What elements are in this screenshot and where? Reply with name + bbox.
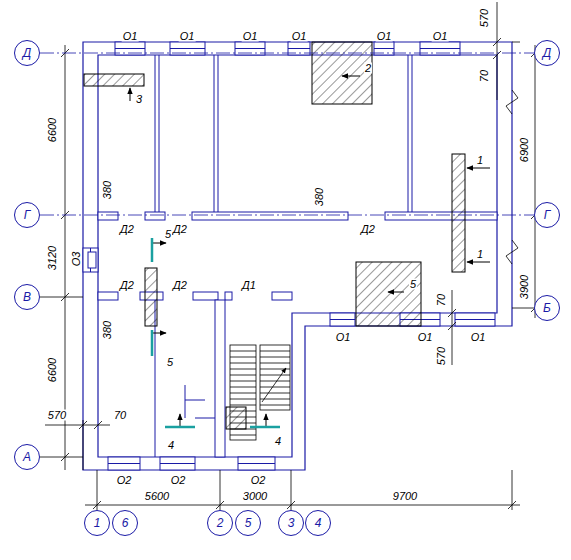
plan-label: О2: [250, 475, 267, 486]
axis-bubble: Б: [534, 295, 560, 321]
axis-bubble: В: [14, 284, 40, 310]
axis-letter: 6: [122, 517, 129, 529]
plan-label: О2: [170, 475, 187, 486]
axis-letter: Г: [24, 209, 31, 221]
plan-label: О3: [71, 251, 82, 268]
outer-wall: [83, 42, 512, 470]
axis-letter: 4: [315, 517, 322, 529]
axis-letter: В: [23, 291, 31, 303]
callout-number: 1: [476, 249, 484, 260]
plan-label: 570: [436, 346, 447, 366]
plan-label: 380: [102, 180, 113, 200]
axis-bubble: 3: [278, 510, 304, 536]
callout-number: 4: [167, 440, 175, 451]
axis-bubble: А: [14, 444, 40, 470]
plan-label: 6600: [47, 357, 58, 383]
plan-label: 570: [47, 410, 67, 421]
plan-label: 380: [102, 320, 113, 340]
plan-label: О1: [291, 31, 308, 42]
callout-number: 5: [164, 229, 172, 240]
axis-bubble: 6: [112, 510, 138, 536]
plan-label: 6600: [47, 117, 58, 143]
callout-number: 2: [364, 63, 372, 74]
windows: [83, 42, 495, 470]
axis-bubble: 2: [207, 510, 233, 536]
plan-label: О1: [335, 332, 352, 343]
inner-walls: [98, 55, 497, 457]
plan-label: 380: [314, 187, 325, 207]
dimension-lines: [40, 2, 539, 510]
plan-label: 570: [479, 8, 490, 28]
plan-label: Д2: [119, 280, 135, 291]
axis-letter: 5: [245, 517, 252, 529]
plan-label: Д2: [119, 224, 135, 235]
plan-label: 6900: [519, 137, 530, 163]
callout-number: 4: [274, 436, 282, 447]
axis-letter: Б: [543, 302, 551, 314]
plan-label: 5600: [144, 491, 170, 502]
plan-label: О1: [179, 31, 196, 42]
plan-label: О1: [470, 332, 487, 343]
plan-label: О2: [116, 475, 133, 486]
section-cuts: [84, 42, 465, 429]
plan-label: 9700: [392, 491, 418, 502]
plan-label: О1: [432, 31, 449, 42]
axis-line: [40, 215, 534, 216]
axis-letter: 1: [94, 517, 101, 529]
axis-letter: Д: [543, 47, 551, 59]
axis-letter: 2: [217, 517, 224, 529]
plan-label: Д1: [241, 280, 257, 291]
cutting-plane-marks: [152, 238, 280, 427]
section-arrows: [130, 76, 490, 427]
axis-letter: 3: [288, 517, 295, 529]
plan-label: Д2: [360, 224, 376, 235]
axis-bubble: 5: [235, 510, 261, 536]
axis-bubble: Д: [14, 40, 40, 66]
plan-label: 3120: [47, 245, 58, 271]
axis-line: [40, 53, 534, 54]
plan-label: 70: [479, 69, 490, 83]
plan-label: Д2: [172, 280, 188, 291]
plan-label: 70: [113, 410, 127, 421]
plan-label: О1: [122, 31, 139, 42]
plan-label: О1: [376, 31, 393, 42]
plan-label: 70: [436, 293, 447, 307]
callout-number: 1: [476, 155, 484, 166]
axis-letter: Д: [23, 47, 31, 59]
callout-number: 5: [409, 279, 417, 290]
plan-label: Д2: [172, 224, 188, 235]
axis-bubble: Г: [534, 202, 560, 228]
axis-bubble: 1: [84, 510, 110, 536]
plan-label: О1: [242, 31, 259, 42]
plan-label: О1: [417, 332, 434, 343]
plan-label: 3900: [519, 274, 530, 300]
axis-letter: Г: [544, 209, 551, 221]
callout-number: 3: [135, 94, 143, 105]
plan-label: 3000: [242, 491, 268, 502]
axis-bubble: Г: [14, 202, 40, 228]
callout-number: 5: [166, 357, 174, 368]
axis-bubble: 4: [305, 510, 331, 536]
axis-letter: А: [23, 451, 31, 463]
axis-bubble: Д: [534, 40, 560, 66]
